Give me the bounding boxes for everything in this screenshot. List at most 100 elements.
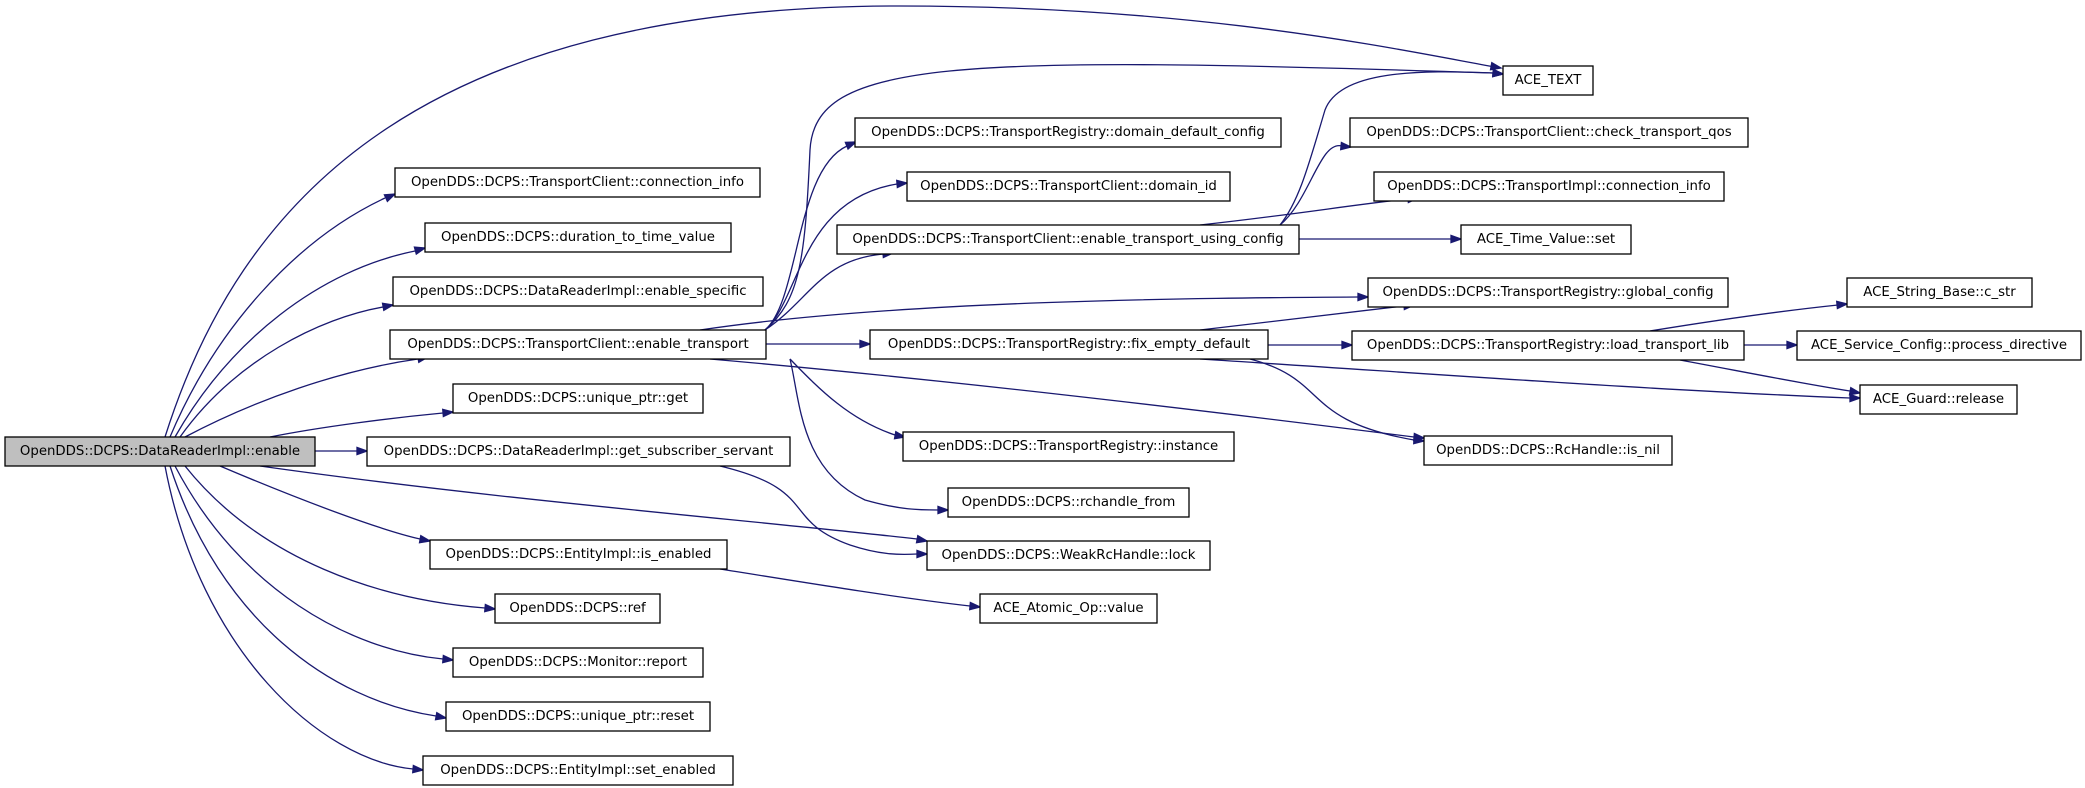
edge-enable_dri-to-unique_ptr_reset — [169, 465, 448, 721]
edge-line — [164, 5, 1496, 438]
edge-line — [764, 145, 848, 331]
edge-enable_dri-to-dri_enable_specific — [179, 302, 395, 438]
node-tr-domain-default-config[interactable]: OpenDDS::DCPS::TransportRegistry::domain… — [854, 117, 1282, 148]
node-box — [445, 701, 711, 732]
edge-enable_dri-to-weakrchandle_lock — [259, 465, 929, 544]
node-box — [394, 167, 761, 198]
edge-arrowhead — [916, 549, 929, 559]
node-box — [494, 593, 661, 624]
node-box — [4, 436, 316, 467]
node-label: OpenDDS::DCPS::duration_to_time_value — [441, 230, 715, 245]
node-tc-connection-info[interactable]: OpenDDS::DCPS::TransportClient::connecti… — [394, 167, 761, 198]
edge-line — [764, 253, 884, 331]
edge-arrowhead — [844, 141, 858, 151]
edge-tc_enable_transport-to-tr_global_config — [699, 292, 1370, 331]
node-rchandle-from[interactable]: OpenDDS::DCPS::rchandle_from — [947, 487, 1190, 518]
edge-line — [789, 358, 939, 511]
node-enable-dri[interactable]: OpenDDS::DCPS::DataReaderImpl::enable — [4, 436, 316, 467]
node-label: OpenDDS::DCPS::EntityImpl::set_enabled — [440, 763, 716, 778]
edge-arrowhead — [411, 764, 425, 774]
node-label: OpenDDS::DCPS::RcHandle::is_nil — [1436, 443, 1660, 458]
edge-arrowhead — [1849, 393, 1862, 403]
node-tr-global-config[interactable]: OpenDDS::DCPS::TransportRegistry::global… — [1367, 277, 1729, 308]
node-label: OpenDDS::DCPS::TransportClient::enable_t… — [852, 232, 1283, 247]
node-box — [424, 222, 732, 253]
node-box — [392, 276, 764, 307]
node-box — [1502, 65, 1594, 96]
edge-tr_load_transport_lib-to-ace_string_base_c_str — [1649, 300, 1849, 332]
node-tc-domain-id[interactable]: OpenDDS::DCPS::TransportClient::domain_i… — [906, 171, 1231, 202]
node-label: OpenDDS::DCPS::DataReaderImpl::enable_sp… — [409, 284, 746, 299]
node-box — [389, 329, 767, 360]
edge-tr_fix_empty_default-to-rchandle_is_nil — [1249, 358, 1426, 445]
edge-line — [179, 306, 384, 438]
edge-line — [709, 358, 1415, 438]
node-box — [422, 755, 734, 786]
node-ace-guard-release[interactable]: ACE_Guard::release — [1859, 384, 2018, 415]
edge-line — [1199, 198, 1409, 226]
node-label: OpenDDS::DCPS::TransportClient::connecti… — [411, 175, 744, 190]
node-box — [1373, 171, 1725, 202]
edge-arrowhead — [1339, 141, 1353, 151]
node-label: OpenDDS::DCPS::TransportRegistry::global… — [1382, 285, 1713, 300]
node-ei-set-enabled[interactable]: OpenDDS::DCPS::EntityImpl::set_enabled — [422, 755, 734, 786]
node-label: OpenDDS::DCPS::TransportClient::domain_i… — [920, 179, 1217, 194]
node-box — [1423, 435, 1673, 466]
function-nodes: OpenDDS::DCPS::DataReaderImpl::enableACE… — [4, 65, 2082, 786]
node-label: ACE_Time_Value::set — [1477, 232, 1615, 247]
edge-arrowhead — [383, 193, 397, 203]
node-tc-check-transport-qos[interactable]: OpenDDS::DCPS::TransportClient::check_tr… — [1349, 117, 1749, 148]
node-weakrchandle-lock[interactable]: OpenDDS::DCPS::WeakRcHandle::lock — [926, 540, 1211, 571]
edge-enable_dri-to-unique_ptr_get — [269, 408, 455, 438]
node-label: OpenDDS::DCPS::DataReaderImpl::enable — [20, 444, 300, 459]
edge-line — [699, 296, 1359, 331]
node-label: ACE_String_Base::c_str — [1863, 285, 2016, 300]
edge-tc_enable_transport_using_config-to-ace_time_value_set — [1299, 234, 1463, 244]
edge-line — [764, 183, 898, 331]
node-ace-text[interactable]: ACE_TEXT — [1502, 65, 1594, 96]
node-label: OpenDDS::DCPS::TransportRegistry::domain… — [871, 125, 1265, 140]
edge-tc_enable_transport-to-tc_domain_id — [764, 179, 909, 331]
node-tc-enable-transport[interactable]: OpenDDS::DCPS::TransportClient::enable_t… — [389, 329, 767, 360]
node-unique-ptr-get[interactable]: OpenDDS::DCPS::unique_ptr::get — [452, 383, 704, 414]
node-label: ACE_Atomic_Op::value — [993, 601, 1143, 616]
node-tr-instance[interactable]: OpenDDS::DCPS::TransportRegistry::instan… — [902, 431, 1235, 462]
node-monitor-report[interactable]: OpenDDS::DCPS::Monitor::report — [452, 647, 704, 678]
node-ace-service-config-process-directive[interactable]: ACE_Service_Config::process_directive — [1796, 330, 2082, 361]
edge-enable_dri-to-ref — [184, 465, 497, 613]
node-box — [926, 540, 1211, 571]
edge-arrowhead — [1491, 68, 1505, 78]
node-ei-is-enabled[interactable]: OpenDDS::DCPS::EntityImpl::is_enabled — [429, 539, 728, 570]
node-ace-time-value-set[interactable]: ACE_Time_Value::set — [1460, 224, 1632, 255]
node-box — [452, 647, 704, 678]
edge-arrowhead — [1835, 300, 1849, 310]
node-dri-enable-specific[interactable]: OpenDDS::DCPS::DataReaderImpl::enable_sp… — [392, 276, 764, 307]
edge-arrowhead — [968, 601, 982, 611]
edge-enable_dri-to-tc_connection_info — [169, 193, 397, 438]
edge-line — [1279, 71, 1494, 226]
node-ace-atomic-op-value[interactable]: ACE_Atomic_Op::value — [979, 593, 1158, 624]
node-box — [1351, 330, 1745, 361]
node-label: OpenDDS::DCPS::ref — [509, 601, 646, 616]
node-tr-fix-empty-default[interactable]: OpenDDS::DCPS::TransportRegistry::fix_em… — [869, 329, 1269, 360]
edge-arrowhead — [1848, 386, 1862, 396]
edge-arrowhead — [356, 446, 369, 456]
node-tr-load-transport-lib[interactable]: OpenDDS::DCPS::TransportRegistry::load_t… — [1351, 330, 1745, 361]
edge-line — [789, 358, 896, 436]
node-tc-enable-transport-using-config[interactable]: OpenDDS::DCPS::TransportClient::enable_t… — [836, 224, 1300, 255]
node-ti-connection-info[interactable]: OpenDDS::DCPS::TransportImpl::connection… — [1373, 171, 1725, 202]
node-ref[interactable]: OpenDDS::DCPS::ref — [494, 593, 661, 624]
edge-enable_dri-to-duration_to_time_value — [174, 246, 427, 438]
edge-enable_dri-to-tc_enable_transport — [184, 354, 430, 438]
edge-line — [764, 64, 1494, 331]
node-dri-get-subscriber-servant[interactable]: OpenDDS::DCPS::DataReaderImpl::get_subsc… — [366, 436, 791, 467]
edge-line — [1249, 358, 1415, 441]
node-label: OpenDDS::DCPS::TransportImpl::connection… — [1387, 179, 1711, 194]
node-ace-string-base-c-str[interactable]: ACE_String_Base::c_str — [1846, 277, 2033, 308]
node-duration-to-time-value[interactable]: OpenDDS::DCPS::duration_to_time_value — [424, 222, 732, 253]
edge-arrowhead — [915, 534, 929, 544]
node-box — [947, 487, 1190, 518]
edge-enable_dri-to-ace_text — [164, 5, 1503, 438]
node-rchandle-is-nil[interactable]: OpenDDS::DCPS::RcHandle::is_nil — [1423, 435, 1673, 466]
node-unique-ptr-reset[interactable]: OpenDDS::DCPS::unique_ptr::reset — [445, 701, 711, 732]
